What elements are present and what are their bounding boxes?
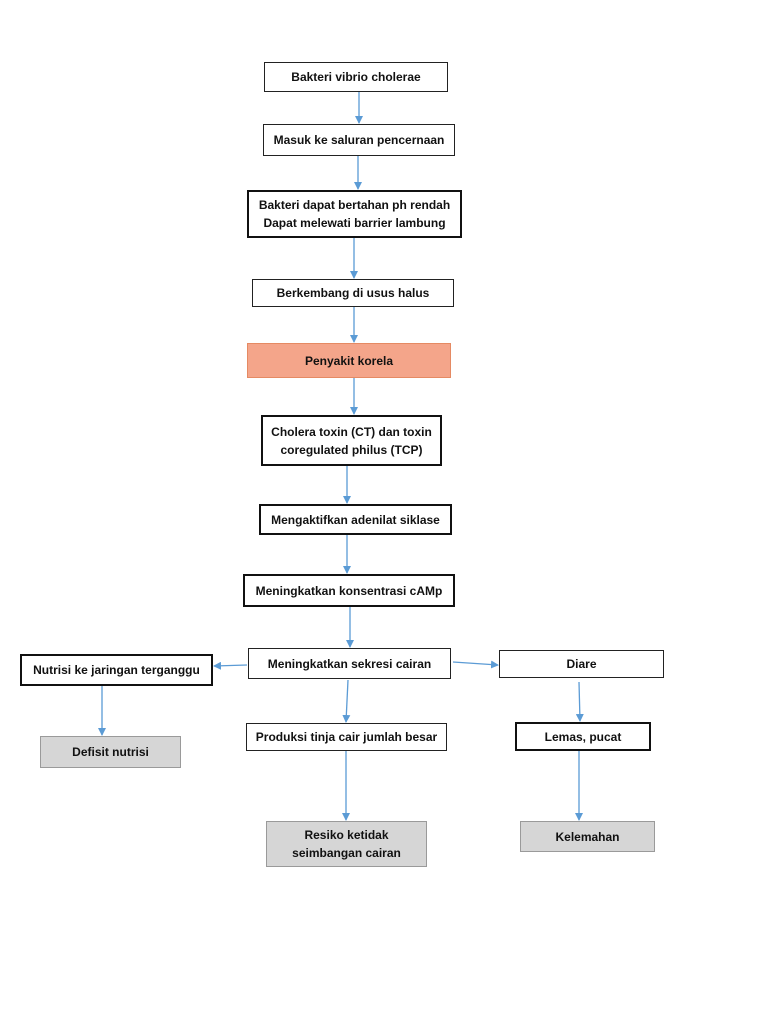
node-label: Produksi tinja cair jumlah besar — [255, 730, 438, 744]
arrow-sekresi-to-nutrisi — [213, 661, 248, 670]
node-adenilat-siklase: Mengaktifkan adenilat siklase — [259, 504, 452, 535]
node-label: Lemas, pucat — [544, 729, 622, 744]
node-nutrisi-jaringan: Nutrisi ke jaringan terganggu — [20, 654, 213, 686]
node-masuk-saluran: Masuk ke saluran pencernaan — [263, 124, 455, 156]
node-label: Diare — [566, 657, 597, 671]
node-label-line-2: seimbangan cairan — [292, 846, 401, 860]
node-label-line-1: Cholera toxin (CT) dan toxin — [271, 424, 432, 439]
node-konsentrasi-camp: Meningkatkan konsentrasi cAMp — [243, 574, 455, 607]
node-kelemahan: Kelemahan — [520, 821, 655, 852]
node-label-line-2: coregulated philus (TCP) — [280, 442, 423, 457]
node-resiko-ketidakseimbangan: Resiko ketidak seimbangan cairan — [266, 821, 427, 867]
node-bertahan-ph-rendah: Bakteri dapat bertahan ph rendah Dapat m… — [247, 190, 462, 238]
node-label-line-1: Bakteri dapat bertahan ph rendah — [258, 198, 451, 212]
node-diare: Diare — [499, 650, 664, 678]
node-label: Nutrisi ke jaringan terganggu — [33, 663, 200, 677]
node-sekresi-cairan: Meningkatkan sekresi cairan — [248, 648, 451, 679]
node-penyakit-korela: Penyakit korela — [247, 343, 451, 378]
node-label: Defisit nutrisi — [72, 745, 149, 759]
node-label: Kelemahan — [555, 829, 620, 844]
node-bakteri-vibrio-cholerae: Bakteri vibrio cholerae — [264, 62, 448, 92]
node-produksi-tinja: Produksi tinja cair jumlah besar — [246, 723, 447, 751]
node-label: Mengaktifkan adenilat siklase — [271, 512, 440, 527]
node-label: Meningkatkan konsentrasi cAMp — [255, 583, 443, 598]
node-lemas-pucat: Lemas, pucat — [515, 722, 651, 751]
node-label: Bakteri vibrio cholerae — [291, 70, 421, 84]
node-label-line-1: Resiko ketidak — [304, 828, 389, 842]
node-label: Masuk ke saluran pencernaan — [273, 133, 445, 147]
node-berkembang-usus-halus: Berkembang di usus halus — [252, 279, 454, 307]
node-cholera-toxin: Cholera toxin (CT) dan toxin coregulated… — [261, 415, 442, 466]
node-label: Berkembang di usus halus — [276, 286, 430, 300]
node-defisit-nutrisi: Defisit nutrisi — [40, 736, 181, 768]
arrow-diare-to-lemas — [575, 681, 584, 722]
node-label: Penyakit korela — [304, 353, 394, 368]
arrow-sekresi-to-tinja — [342, 679, 351, 723]
arrow-sekresi-to-diare — [452, 660, 499, 669]
node-label-line-2: Dapat melewati barrier lambung — [263, 216, 446, 230]
node-label: Meningkatkan sekresi cairan — [267, 656, 432, 671]
